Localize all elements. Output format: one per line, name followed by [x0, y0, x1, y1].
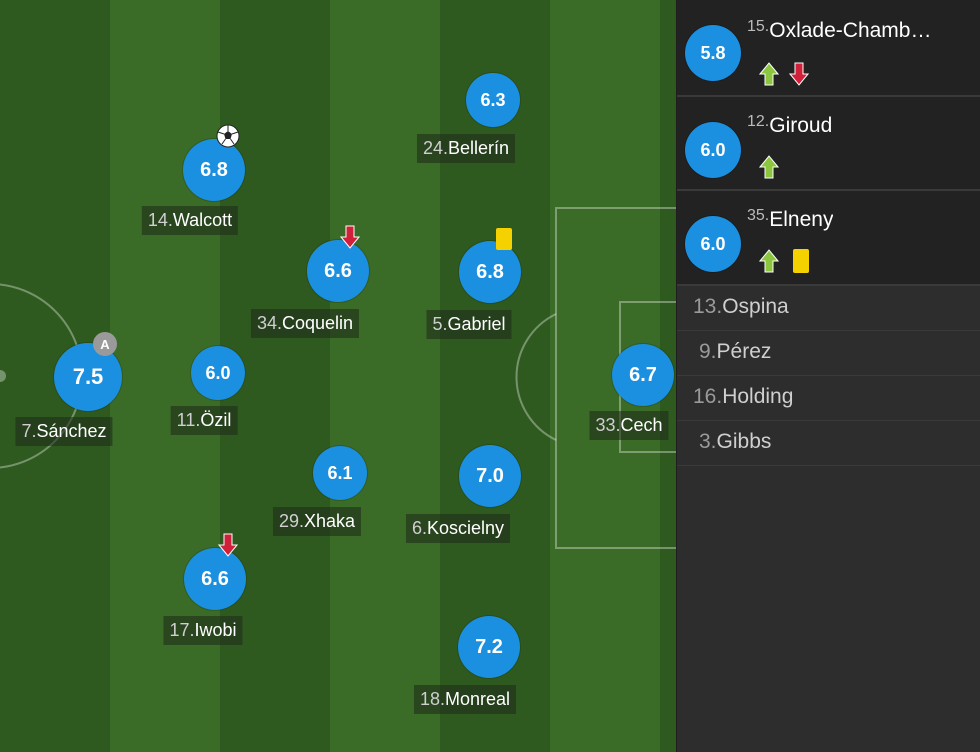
rating-bubble: 6.8: [459, 241, 521, 303]
bench-row-holding[interactable]: 16.Holding: [677, 376, 980, 421]
rating-bubble: 6.0: [191, 346, 245, 400]
yellow-card-icon: [496, 228, 512, 250]
player-label: 24.Bellerín: [416, 134, 516, 163]
player-label: 33.Cech: [589, 411, 669, 440]
sub-off-arrow-icon: [218, 533, 238, 557]
player-label: 5.Gabriel: [426, 310, 512, 339]
rating-bubble: 6.0: [685, 122, 741, 178]
rating-bubble: 7.0: [459, 445, 521, 507]
captain-icon: A: [93, 332, 117, 356]
sub-row-oxlade-chamberlain[interactable]: 5.8 15.Oxlade-Chamb…: [677, 0, 980, 97]
player-label: 17.Iwobi: [163, 616, 243, 645]
bench-row-perez[interactable]: 9.Pérez: [677, 331, 980, 376]
player-label: 6.Koscielny: [405, 514, 511, 543]
goal-ball-icon: [216, 124, 240, 148]
bench-name: 16.Holding: [693, 385, 794, 408]
sub-on-arrow-icon: [759, 155, 779, 179]
rating-bubble: 6.8: [183, 139, 245, 201]
sub-on-arrow-icon: [759, 249, 779, 273]
pitch: 6.8 14.Walcott 6.3 24.Bellerín 6.6 34.Co…: [0, 0, 676, 752]
sub-name: 15.Oxlade-Chamb…: [747, 18, 932, 42]
player-label: 11.Özil: [170, 406, 238, 435]
bench-row-ospina[interactable]: 13.Ospina: [677, 286, 980, 331]
rating-bubble: 7.2: [458, 616, 520, 678]
bench-name: 13.Ospina: [693, 295, 789, 318]
player-label: 18.Monreal: [413, 685, 517, 714]
rating-bubble: 6.0: [685, 216, 741, 272]
sub-row-giroud[interactable]: 6.0 12.Giroud: [677, 97, 980, 191]
sub-row-elneny[interactable]: 6.0 35.Elneny: [677, 191, 980, 286]
substitutes-panel: 5.8 15.Oxlade-Chamb… 6.0 12.Giroud 6.0 3…: [676, 0, 980, 752]
bench-name: 9.Pérez: [699, 340, 772, 363]
yellow-card-icon: [793, 249, 809, 273]
rating-bubble: 6.1: [313, 446, 367, 500]
sub-off-arrow-icon: [340, 225, 360, 249]
player-label: 34.Coquelin: [250, 309, 360, 338]
sub-name: 12.Giroud: [747, 113, 833, 137]
rating-bubble: 6.3: [466, 73, 520, 127]
rating-bubble: 6.7: [612, 344, 674, 406]
bench-name: 3.Gibbs: [699, 430, 772, 453]
sub-on-arrow-icon: [759, 62, 779, 86]
bench-row-gibbs[interactable]: 3.Gibbs: [677, 421, 980, 466]
rating-bubble: 6.6: [184, 548, 246, 610]
player-label: 29.Xhaka: [272, 507, 362, 536]
player-label: 14.Walcott: [141, 206, 239, 235]
rating-bubble: 5.8: [685, 25, 741, 81]
sub-name: 35.Elneny: [747, 207, 834, 231]
sub-off-arrow-icon: [789, 62, 809, 86]
rating-bubble: 6.6: [307, 240, 369, 302]
player-label: 7.Sánchez: [15, 417, 113, 446]
